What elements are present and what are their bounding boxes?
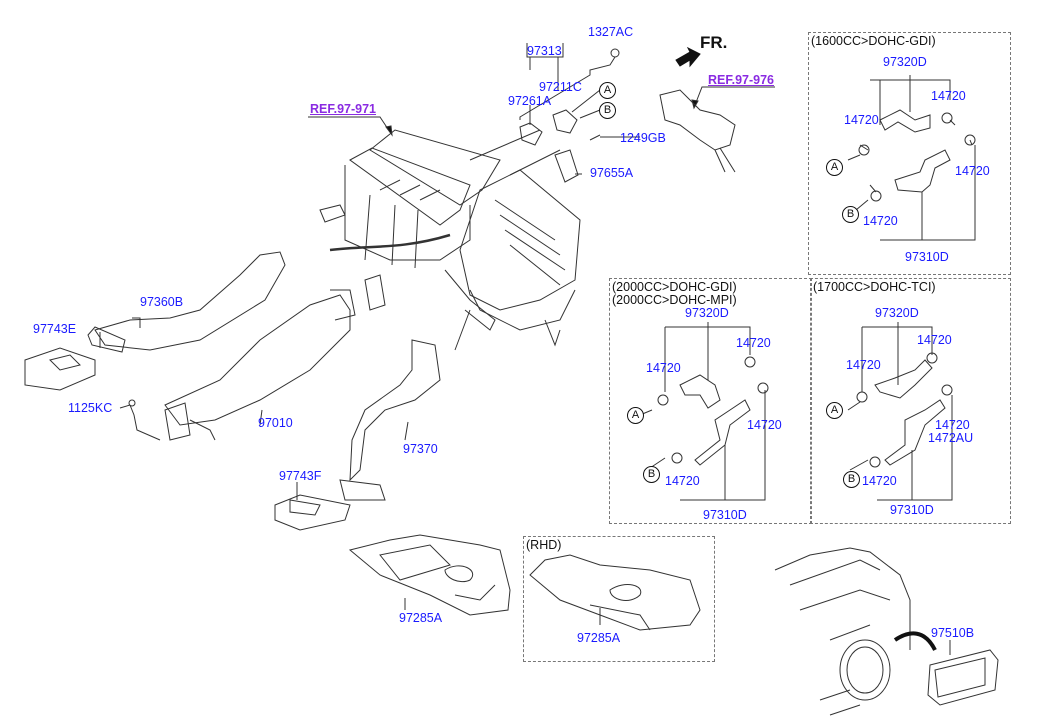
variant-3-hoses [847,322,953,501]
variant-2-hose-lower[interactable]: 97310D [703,508,747,522]
part-label-97655A[interactable]: 97655A [590,166,634,180]
variant-3-connector-a: A [826,402,843,419]
variant-1-clamp-label[interactable]: 14720 [931,89,966,103]
variant-1-hose-upper[interactable]: 97320D [883,55,927,69]
connector-b-callout: B [599,102,616,119]
variant-3-clamp-label[interactable]: 14720 [935,418,970,432]
part-label-97010[interactable]: 97010 [258,416,293,430]
variant-1-caption: (1600CC>DOHC-GDI) [811,34,936,48]
front-arrow-icon [675,46,701,68]
variant-2-hoses [639,322,769,501]
variant-2-clamp-label[interactable]: 14720 [736,336,771,350]
variant-2-hose-upper[interactable]: 97320D [685,306,729,320]
variant-3-connector-b: B [843,471,860,488]
variant-2-caption: (2000CC>DOHC-MPI) [612,293,737,307]
variant-2-clamp-label[interactable]: 14720 [747,418,782,432]
variant-3-clamp-label[interactable]: 14720 [917,333,952,347]
part-label-1249GB[interactable]: 1249GB [620,131,666,145]
duct-drawing [24,251,441,531]
variant-2-caption: (2000CC>DOHC-GDI) [612,280,737,294]
glove-box-drawing [348,534,511,616]
rhd-part-label-97285A[interactable]: 97285A [577,631,621,645]
rhd-caption: (RHD) [526,538,562,552]
part-label-97370[interactable]: 97370 [403,442,438,456]
variant-box-2000cc [609,278,812,524]
variant-1-hoses [847,75,976,241]
variant-1-hose-lower[interactable]: 97310D [905,250,949,264]
variant-3-clamp-label[interactable]: 14720 [862,474,897,488]
variant-3-hose-upper[interactable]: 97320D [875,306,919,320]
ref-97-976-link[interactable]: REF.97-976 [708,73,775,87]
ref-97-971-link[interactable]: REF.97-971 [310,102,377,116]
variant-2-clamp-label[interactable]: 14720 [665,474,700,488]
variant-1-clamp-label[interactable]: 14720 [844,113,879,127]
part-label-97211C[interactable]: 97211C [539,80,582,94]
part-label-97285A[interactable]: 97285A [399,611,443,625]
variant-2-connector-a: A [627,407,644,424]
variant-1-connector-b: B [842,206,859,223]
front-direction-label: FR. [700,33,728,52]
part-label-97313[interactable]: 97313 [527,44,562,58]
part-label-97261A[interactable]: 97261A [508,94,552,108]
part-label-1327AC[interactable]: 1327AC [588,25,634,39]
variant-3-hose-lower[interactable]: 97310D [890,503,934,517]
variant-1-clamp-label[interactable]: 14720 [863,214,898,228]
rhd-glove-box-drawing [529,554,701,631]
variant-box-1600cc-gdi [808,32,1011,275]
ref-97-971-leader [308,116,391,133]
variant-3-caption: (1700CC>DOHC-TCI) [813,280,936,294]
variant-3-extra-label[interactable]: 1472AU [928,431,974,445]
part-label-1125KC[interactable]: 1125KC [68,401,113,415]
ref-97-976-leader [694,86,775,106]
variant-1-connector-a: A [826,159,843,176]
variant-2-clamp-label[interactable]: 14720 [646,361,681,375]
variant-2-connector-b: B [643,466,660,483]
variant-1-clamp-label[interactable]: 14720 [955,164,990,178]
connector-a-callout: A [599,82,616,99]
rhd-box [523,536,715,662]
hvac-unit-drawing [319,129,581,351]
variant-box-1700cc-tci [810,278,1011,524]
variant-3-clamp-label[interactable]: 14720 [846,358,881,372]
car-rear-drawing [774,547,999,716]
part-label-97360B[interactable]: 97360B [140,295,184,309]
part-label-97510B[interactable]: 97510B [931,626,975,640]
part-label-97743F[interactable]: 97743F [279,469,322,483]
part-label-97743E[interactable]: 97743E [33,322,77,336]
